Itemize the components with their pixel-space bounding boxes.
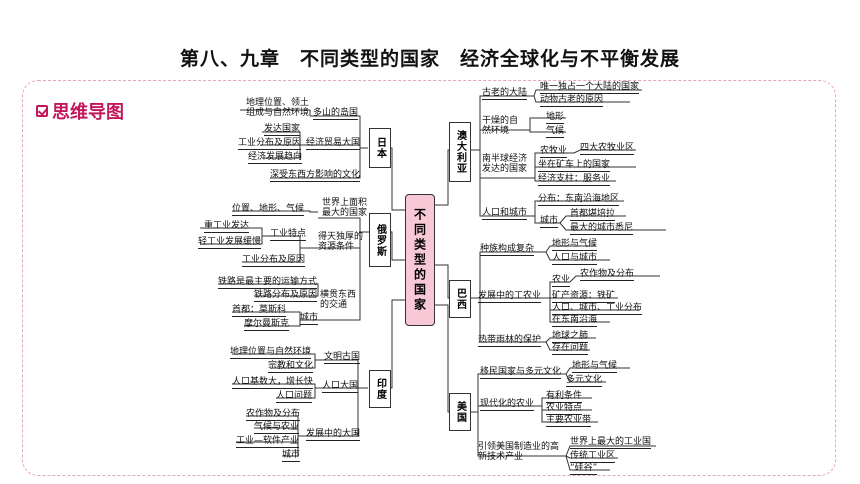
brazil-race-leaf-2: 人口与城市 bbox=[552, 253, 598, 265]
brazil-mineral: 矿产资源：铁矿 bbox=[552, 291, 616, 303]
usa-branch-agri: 现代化的农业 bbox=[480, 399, 535, 411]
content-frame bbox=[22, 80, 836, 476]
australia-agri-leaf: 四大农牧业区 bbox=[580, 143, 635, 155]
australia-dry-leaf-2: 气候 bbox=[546, 126, 565, 138]
russia-feature-leaf-2: 轻工业发展缓慢 bbox=[198, 237, 262, 249]
japan-trade-leaf-3: 经济发展趋向 bbox=[248, 152, 303, 164]
russia-transport-leaf-1: 铁路是最主要的运输方式 bbox=[218, 277, 318, 289]
australia-branch-old: 古老的大陆 bbox=[482, 88, 528, 100]
country-usa: 美国 bbox=[449, 393, 471, 431]
australia-city-leaf-2: 最大的城市悉尼 bbox=[570, 223, 634, 235]
usa-branch-hightech: 引领美国制造业的高新技术产业 bbox=[478, 442, 560, 462]
brazil-branch-industry: 发展中的工农业 bbox=[478, 291, 542, 303]
usa-hightech-leaf-2: 传统工业区 bbox=[570, 451, 616, 463]
japan-trade-leaf-1: 发达国家 bbox=[264, 124, 301, 136]
russia-area-leaf: 位置、地形、气候 bbox=[232, 204, 305, 216]
australia-old-leaf-1: 唯一独占一个大陆的国家 bbox=[540, 82, 640, 94]
russia-city: 城市 bbox=[300, 313, 319, 325]
center-topic: 不同类型的国家 bbox=[405, 194, 435, 326]
country-japan: 日本 bbox=[369, 128, 391, 168]
russia-branch-resources: 得天独厚的资源条件 bbox=[318, 232, 364, 252]
russia-branch-transport: 横贯东西的交通 bbox=[320, 290, 357, 310]
japan-branch-island: 多山的岛国 bbox=[313, 108, 359, 120]
india-population-leaf-1: 人口基数大，增长快 bbox=[232, 377, 314, 389]
section-heading: 思维导图 bbox=[36, 98, 124, 124]
russia-industry-feature: 工业特点 bbox=[270, 229, 307, 241]
india-developing-leaf-1: 农作物及分布 bbox=[246, 409, 301, 421]
india-branch-developing: 发展中的大国 bbox=[306, 429, 361, 441]
brazil-agri: 农业 bbox=[552, 275, 571, 287]
page-title: 第八、九章 不同类型的国家 经济全球化与不平衡发展 bbox=[179, 48, 680, 70]
japan-branch-trade: 经济贸易大国 bbox=[306, 138, 361, 150]
australia-city: 城市 bbox=[540, 216, 559, 228]
russia-city-leaf-2: 摩尔曼斯克 bbox=[244, 319, 290, 331]
checkbox-icon bbox=[36, 105, 48, 117]
india-developing-leaf-4: 城市 bbox=[282, 450, 301, 462]
usa-agri-leaf-2: 农业特点 bbox=[546, 403, 583, 415]
india-ancient-leaf-1: 地理位置与自然环境 bbox=[230, 347, 312, 359]
brazil-branch-forest: 热带雨林的保护 bbox=[478, 335, 542, 347]
india-ancient-leaf-2: 宗教和文化 bbox=[268, 361, 314, 373]
usa-branch-immigrant: 移民国家与多元文化 bbox=[480, 367, 562, 379]
usa-agri-leaf-1: 有利条件 bbox=[546, 391, 583, 403]
usa-immigrant-leaf-1: 地形与气候 bbox=[572, 361, 618, 373]
australia-mining: 坐在矿车上的国家 bbox=[538, 160, 611, 172]
india-branch-ancient: 文明古国 bbox=[324, 352, 361, 364]
brazil-agri-leaf: 农作物及分布 bbox=[580, 269, 635, 281]
section-label: 思维导图 bbox=[52, 102, 124, 123]
country-russia: 俄罗斯 bbox=[369, 213, 391, 267]
australia-dry-leaf-1: 地形 bbox=[546, 112, 565, 124]
russia-city-leaf-1: 首都：莫斯科 bbox=[232, 305, 287, 317]
india-branch-population: 人口大国 bbox=[322, 381, 359, 393]
brazil-branch-race: 种族构成复杂 bbox=[480, 244, 535, 256]
australia-old-leaf-2: 动物古老的原因 bbox=[540, 95, 604, 107]
india-developing-leaf-3: 工业—软件产业 bbox=[236, 436, 300, 448]
japan-branch-culture: 深受东西方影响的文化 bbox=[270, 170, 361, 182]
russia-feature-leaf-1: 重工业发达 bbox=[204, 221, 250, 233]
brazil-southeast: 在东南沿海 bbox=[552, 315, 598, 327]
russia-industry-distribution: 工业分布及原因 bbox=[242, 255, 306, 267]
russia-branch-area: 世界上面积最大的国家 bbox=[322, 198, 368, 218]
australia-agri: 农牧业 bbox=[540, 146, 568, 158]
australia-branch-dry: 干燥的自然环境 bbox=[482, 116, 519, 136]
usa-hightech-leaf-1: 世界上最大的工业国 bbox=[570, 437, 652, 449]
australia-distribution: 分布：东南沿海地区 bbox=[538, 194, 620, 206]
india-developing-leaf-2: 气候与农业 bbox=[254, 422, 300, 434]
brazil-forest-leaf-1: 地球之肺 bbox=[552, 331, 589, 343]
australia-city-leaf-1: 首都堪培拉 bbox=[570, 209, 616, 221]
japan-trade-leaf-2: 工业分布及原因 bbox=[238, 138, 302, 150]
brazil-race-leaf-1: 地形与气候 bbox=[552, 239, 598, 251]
brazil-forest-leaf-2: 存在问题 bbox=[552, 343, 589, 355]
country-india: 印度 bbox=[369, 370, 391, 408]
australia-branch-population: 人口和城市 bbox=[482, 208, 528, 220]
japan-island-leaf: 地理位置、领土组成与自然环境 bbox=[246, 98, 310, 118]
usa-immigrant-leaf-2: 多元文化 bbox=[566, 375, 603, 387]
country-brazil: 巴西 bbox=[449, 280, 471, 318]
brazil-pop-city-industry: 人口、城市、工业分布 bbox=[552, 303, 643, 315]
india-population-leaf-2: 人口问题 bbox=[276, 391, 313, 403]
usa-hightech-leaf-3: “硅谷” bbox=[570, 463, 598, 475]
russia-transport-leaf-2: 铁路分布及原因 bbox=[254, 290, 318, 302]
country-australia: 澳大利亚 bbox=[449, 122, 471, 182]
australia-pillar: 经济支柱：服务业 bbox=[538, 174, 611, 186]
usa-agri-leaf-3: 主要农业带 bbox=[546, 415, 592, 427]
australia-branch-south: 南半球经济发达的国家 bbox=[482, 154, 528, 174]
